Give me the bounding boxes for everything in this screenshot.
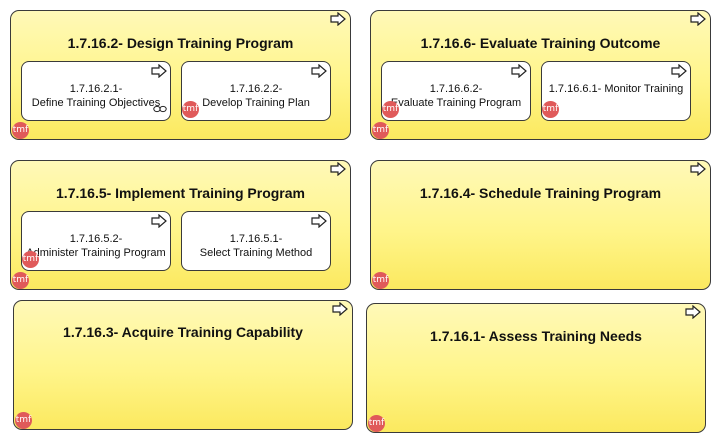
box-title: 1.7.16.6- Evaluate Training Outcome bbox=[420, 35, 661, 51]
box-title: 1.7.16.2- Design Training Program bbox=[67, 35, 294, 51]
subprocess-label: 1.7.16.6.2-Evaluate Training Program bbox=[390, 83, 522, 109]
box-schedule-training-program[interactable]: 1.7.16.4- Schedule Training Program tmf bbox=[370, 160, 711, 290]
arrow-right-icon bbox=[330, 162, 346, 176]
arrow-right-icon bbox=[671, 64, 687, 78]
link-icon bbox=[153, 105, 167, 113]
box-assess-training-needs[interactable]: 1.7.16.1- Assess Training Needs tmf bbox=[366, 303, 706, 433]
subprocess-develop-training-plan[interactable]: 1.7.16.2.2-Develop Training Plan bbox=[181, 61, 331, 121]
arrow-right-icon bbox=[151, 214, 167, 228]
arrow-right-icon bbox=[685, 305, 701, 319]
subprocess-label: 1.7.16.6.1- Monitor Training bbox=[548, 83, 684, 95]
subprocess-administer-training-program[interactable]: 1.7.16.5.2-Administer Training Program bbox=[21, 211, 171, 271]
subprocess-label: 1.7.16.5.2-Administer Training Program bbox=[26, 233, 166, 259]
arrow-right-icon bbox=[311, 214, 327, 228]
tmf-logo-icon: tmf bbox=[382, 101, 399, 118]
subprocess-select-training-method[interactable]: 1.7.16.5.1-Select Training Method bbox=[181, 211, 331, 271]
arrow-right-icon bbox=[330, 12, 346, 26]
subprocess-label: 1.7.16.2.1-Define Training Objectives bbox=[31, 83, 161, 109]
subprocess-define-training-objectives[interactable]: 1.7.16.2.1-Define Training Objectives bbox=[21, 61, 171, 121]
tmf-logo-icon: tmf bbox=[15, 412, 32, 429]
arrow-right-icon bbox=[511, 64, 527, 78]
box-title: 1.7.16.5- Implement Training Program bbox=[56, 185, 305, 201]
tmf-logo-icon: tmf bbox=[12, 122, 29, 139]
arrow-right-icon bbox=[151, 64, 167, 78]
tmf-logo-icon: tmf bbox=[368, 415, 385, 432]
box-design-training-program[interactable]: 1.7.16.2- Design Training Program 1.7.16… bbox=[10, 10, 351, 140]
tmf-logo-icon: tmf bbox=[372, 122, 389, 139]
arrow-right-icon bbox=[690, 12, 706, 26]
tmf-logo-icon: tmf bbox=[542, 101, 559, 118]
box-acquire-training-capability[interactable]: 1.7.16.3- Acquire Training Capability tm… bbox=[13, 300, 353, 430]
box-evaluate-training-outcome[interactable]: 1.7.16.6- Evaluate Training Outcome 1.7.… bbox=[370, 10, 711, 140]
box-title: 1.7.16.4- Schedule Training Program bbox=[419, 185, 662, 201]
arrow-right-icon bbox=[690, 162, 706, 176]
subprocess-label: 1.7.16.5.1-Select Training Method bbox=[199, 233, 313, 259]
arrow-right-icon bbox=[311, 64, 327, 78]
box-title: 1.7.16.1- Assess Training Needs bbox=[430, 328, 642, 344]
arrow-right-icon bbox=[332, 302, 348, 316]
box-title: 1.7.16.3- Acquire Training Capability bbox=[63, 324, 303, 340]
subprocess-label: 1.7.16.2.2-Develop Training Plan bbox=[202, 83, 310, 109]
tmf-logo-icon: tmf bbox=[182, 101, 199, 118]
tmf-logo-icon: tmf bbox=[22, 251, 39, 268]
subprocess-evaluate-training-program[interactable]: 1.7.16.6.2-Evaluate Training Program bbox=[381, 61, 531, 121]
box-implement-training-program[interactable]: 1.7.16.5- Implement Training Program 1.7… bbox=[10, 160, 351, 290]
tmf-logo-icon: tmf bbox=[12, 272, 29, 289]
tmf-logo-icon: tmf bbox=[372, 272, 389, 289]
subprocess-monitor-training[interactable]: 1.7.16.6.1- Monitor Training bbox=[541, 61, 691, 121]
